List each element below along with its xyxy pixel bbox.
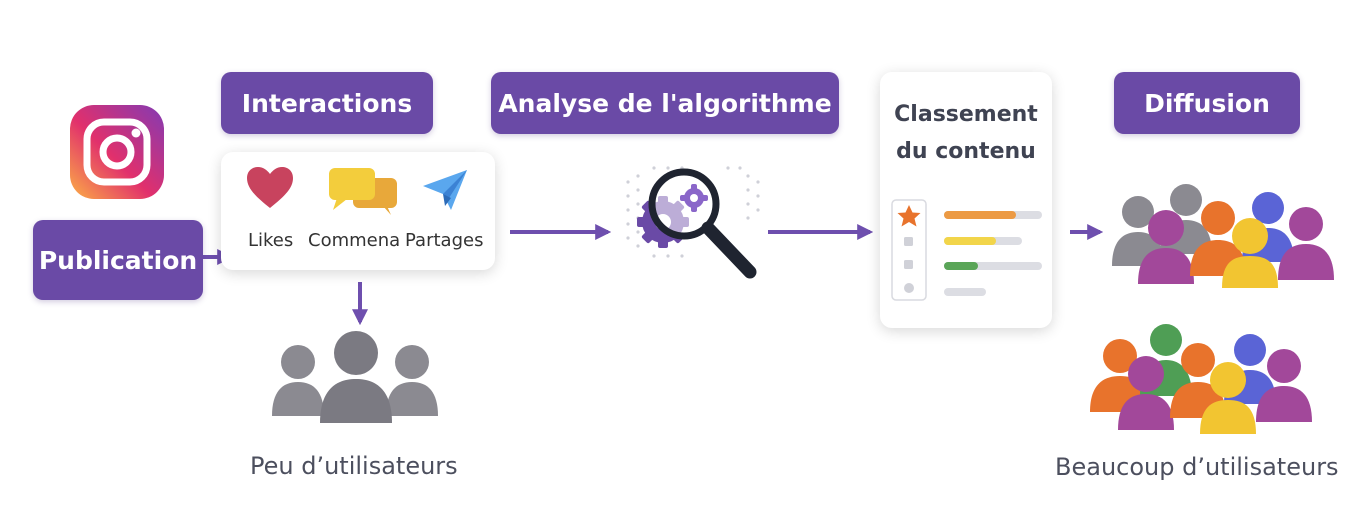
ranked-list-icon: [891, 199, 1042, 301]
analysis-header: Analyse de l'algorithme: [491, 72, 839, 134]
many-users-caption: Beaucoup d’utilisateurs: [1055, 453, 1339, 481]
publication-label: Publication: [38, 245, 198, 275]
interactions-header: Interactions: [221, 72, 433, 134]
comments-label: Commena: [308, 230, 401, 251]
ranking-title-line2: du contenu: [896, 139, 1036, 164]
ranking-title-line1: Classement: [894, 102, 1038, 127]
diffusion-header: Diffusion: [1114, 72, 1300, 134]
diffusion-title: Diffusion: [1144, 88, 1270, 118]
publication-box: Publication: [33, 220, 203, 300]
few-users-caption: Peu d’utilisateurs: [250, 452, 458, 480]
paper-plane-icon: [423, 170, 467, 210]
interactions-card: Likes Commena Partages: [221, 152, 495, 270]
ranking-card: Classement du contenu: [880, 72, 1052, 328]
analysis-title: Analyse de l'algorithme: [498, 88, 832, 118]
instagram-icon: [70, 105, 164, 199]
speech-bubbles-icon: [329, 168, 397, 215]
interactions-title: Interactions: [241, 88, 413, 118]
heart-icon: [247, 167, 293, 208]
many-users-icon-bottom: [1090, 324, 1312, 434]
likes-label: Likes: [248, 230, 294, 251]
shares-label: Partages: [405, 230, 484, 251]
many-users-icon-top: [1112, 184, 1334, 288]
ranking-title: Classement du contenu: [880, 96, 1052, 170]
magnifier-gears-icon: [626, 166, 760, 279]
few-users-icon: [272, 331, 438, 423]
